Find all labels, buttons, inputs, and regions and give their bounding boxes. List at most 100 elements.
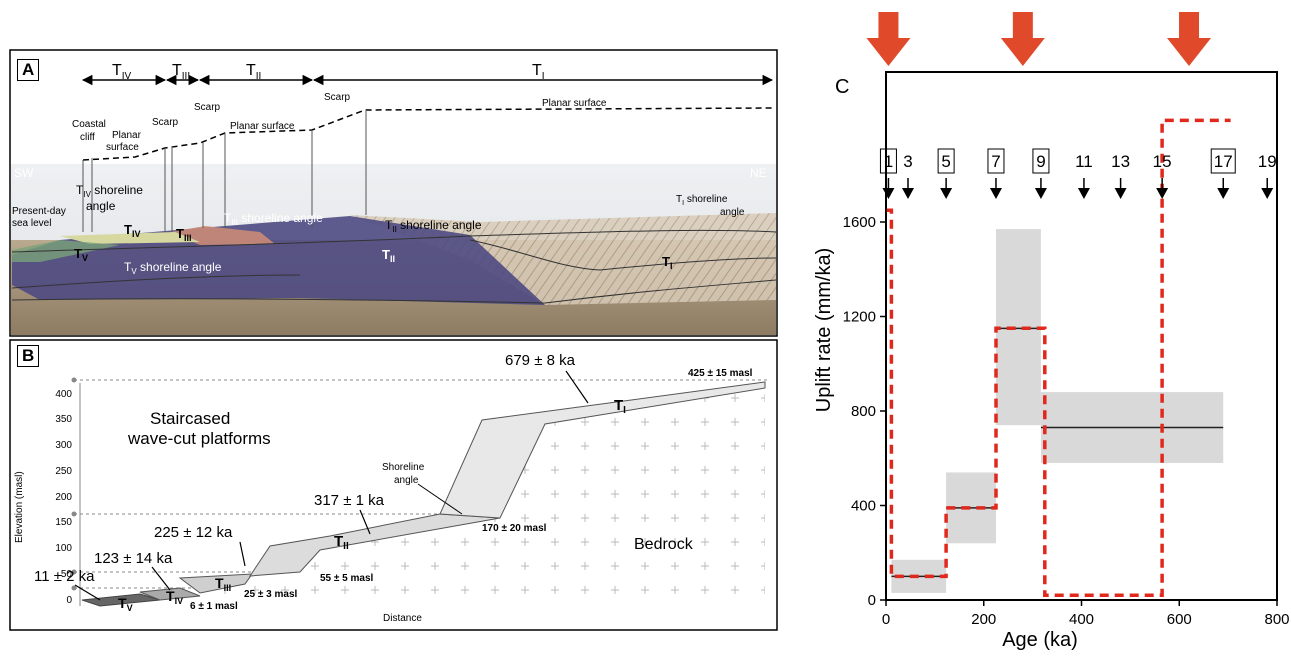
mis-label-13: 13 — [1111, 152, 1130, 171]
terrain-label-tiv: TIV — [124, 222, 140, 239]
planar-surface-profile — [82, 107, 773, 161]
bedrock-body — [82, 383, 765, 606]
terrain-contour-2 — [11, 279, 777, 304]
ref-dot-2 — [71, 511, 77, 517]
svg-text:400: 400 — [55, 389, 72, 400]
svg-text:50: 50 — [61, 569, 73, 580]
mis-arrow-3 — [901, 188, 914, 199]
mis-arrow-1 — [882, 188, 895, 199]
terrace-label-ti: TI — [614, 397, 626, 416]
mis-arrow-19 — [1261, 188, 1274, 199]
panel-b: 400 350 300 250 200 150 100 50 0 Elevati… — [9, 339, 778, 631]
mis-box-7 — [987, 148, 1005, 174]
red-arrow-0 — [866, 12, 911, 66]
shoreline-leader — [417, 483, 463, 515]
platform-ti — [439, 381, 766, 519]
masl-label-tiii: 55 ± 5 masl — [320, 573, 374, 584]
mis-box-5 — [937, 148, 955, 174]
terrain-label-tv: TV — [74, 246, 88, 263]
terrace-tv-body — [12, 240, 120, 262]
mis-label-1: 1 — [884, 152, 893, 171]
age-label-ti: 679 ± 8 ka — [505, 352, 576, 369]
mis-arrow-13 — [1114, 188, 1127, 199]
terrain-contour-4 — [11, 274, 301, 289]
mis-arrow-15 — [1156, 188, 1169, 199]
masl-label-tv: 6 ± 1 masl — [190, 601, 238, 612]
x-tick-label-800: 800 — [1264, 611, 1289, 628]
terrain-label-ti: TI — [662, 254, 672, 271]
svg-text:350: 350 — [55, 414, 72, 425]
panel-c-label: C — [835, 76, 849, 98]
ne-label: NE — [750, 166, 767, 180]
mis-label-9: 9 — [1036, 152, 1045, 171]
mis-label-3: 3 — [903, 152, 912, 171]
terrace-label-tiv: TIV — [166, 588, 183, 606]
range-label-ti: TI — [532, 62, 545, 82]
bedrock-label: Bedrock — [634, 536, 694, 553]
terrain-contour-1 — [11, 229, 777, 253]
mis-label-17: 17 — [1214, 152, 1233, 171]
terrain-contour-3 — [469, 239, 777, 271]
mis-label-5: 5 — [941, 152, 950, 171]
y-tick-label-400: 400 — [851, 498, 876, 515]
panel-b-yticks: 400 350 300 250 200 150 100 50 0 — [55, 389, 72, 606]
uncertainty-band-2 — [995, 229, 1041, 426]
svg-text:0: 0 — [66, 595, 72, 606]
terrace-label-tii: TII — [334, 533, 349, 552]
svg-text:150: 150 — [55, 517, 72, 528]
tii-shoreline-label: TII shoreline angle — [385, 218, 482, 234]
y-tick-label-800: 800 — [851, 403, 876, 420]
range-label-tiv: TIV — [112, 62, 132, 82]
red-arrow-1 — [1000, 12, 1045, 66]
mis-arrow-5 — [940, 188, 953, 199]
mis-arrow-7 — [989, 188, 1002, 199]
terrace-tiii-body — [170, 226, 275, 245]
terrace-tiv-body — [60, 232, 200, 244]
mis-arrow-17 — [1217, 188, 1230, 199]
svg-text:100: 100 — [55, 543, 72, 554]
y-tick-label-1200: 1200 — [843, 309, 876, 326]
mis-box-17 — [1210, 148, 1236, 174]
red-arrow-2 — [1167, 12, 1212, 66]
planar-surface-label-1: Planar surface — [230, 121, 295, 132]
panel-b-ylabel: Elevation (masl) — [14, 471, 25, 543]
age-label-tv: 11 ± 2 ka — [34, 568, 95, 585]
mis-label-15: 15 — [1153, 152, 1172, 171]
age-leader-arrows — [74, 370, 589, 601]
scarp-label-3: Scarp — [324, 92, 351, 103]
y-axis-label: Uplift rate (mm/ka) — [813, 248, 835, 412]
x-tick-label-600: 600 — [1167, 611, 1192, 628]
masl-label-tii: 170 ± 20 masl — [482, 523, 547, 534]
y-tick-label-0: 0 — [868, 592, 876, 609]
ref-dot-3 — [71, 569, 77, 575]
panel-b-label: B — [17, 345, 40, 367]
mis-label-7: 7 — [991, 152, 1000, 171]
tiii-shoreline-label: TIII shoreline angle — [224, 211, 323, 227]
svg-text:200: 200 — [55, 492, 72, 503]
terrace-label-tiii: TIII — [215, 575, 231, 593]
terrace-label-tv: TV — [118, 595, 133, 613]
tv-shoreline-label: TV shoreline angle — [124, 260, 222, 276]
mis-label-11: 11 — [1075, 152, 1093, 171]
panel-b-xlabel: Distance — [383, 613, 422, 624]
panel-a-label: A — [17, 59, 40, 81]
terrain-label-tii: TII — [382, 247, 395, 264]
masl-label-ti: 425 ± 15 masl — [688, 368, 753, 379]
age-label-tiv: 123 ± 14 ka — [94, 550, 173, 567]
mis-arrow-11 — [1077, 188, 1090, 199]
mis-arrow-9 — [1034, 188, 1047, 199]
x-tick-label-0: 0 — [882, 611, 890, 628]
terrain-label-tiii: TIII — [176, 226, 191, 243]
svg-text:300: 300 — [55, 440, 72, 451]
x-tick-label-400: 400 — [1069, 611, 1094, 628]
mis-box-1 — [879, 148, 897, 174]
ref-dot-1 — [71, 377, 77, 383]
planar-surface-label-2: Planar surface — [542, 98, 607, 109]
